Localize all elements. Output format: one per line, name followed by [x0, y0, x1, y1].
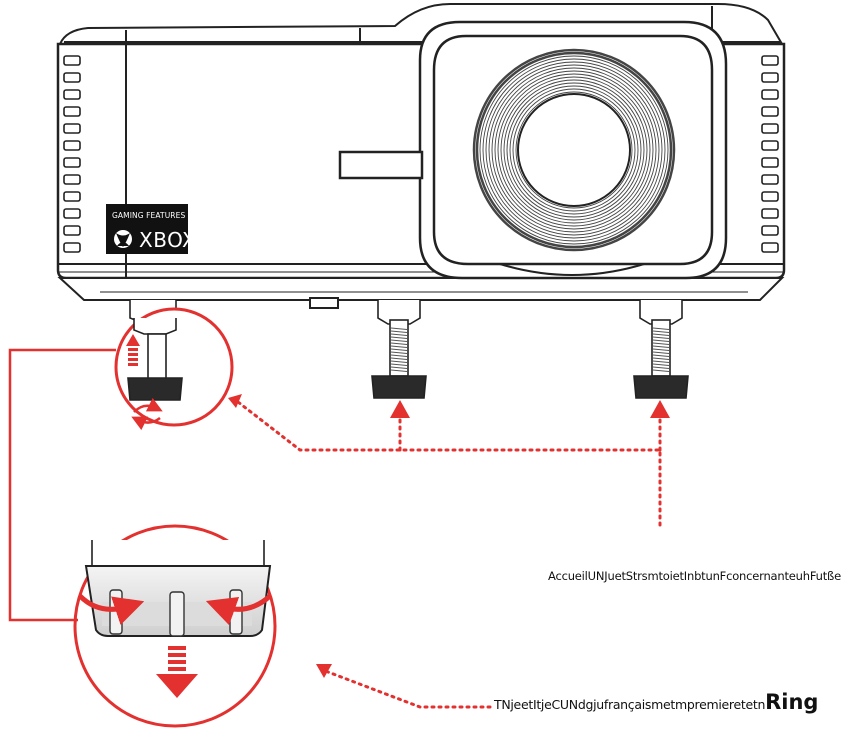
arrow-up-icon	[126, 334, 140, 366]
lens-ring	[500, 76, 648, 224]
thread-line	[652, 333, 670, 336]
thread-line	[652, 366, 670, 369]
lens-ring	[506, 82, 642, 218]
thread-line	[390, 354, 408, 357]
vent-slot	[761, 174, 779, 185]
vent-slot	[761, 225, 779, 236]
thread-line	[390, 348, 408, 351]
lens-ring	[503, 79, 645, 221]
vent-slot	[761, 55, 779, 66]
thread-line	[652, 342, 670, 345]
vent-slot	[63, 89, 81, 100]
thread-line	[652, 348, 670, 351]
lens-ring	[491, 67, 657, 233]
vent-slot	[63, 140, 81, 151]
thread-line	[390, 357, 408, 360]
thread-line	[652, 363, 670, 366]
lens-ring	[509, 85, 639, 215]
thread-line	[652, 327, 670, 330]
thread-line	[652, 336, 670, 339]
thread-line	[652, 357, 670, 360]
foot-right	[633, 300, 689, 399]
callout-circle-bottom	[73, 524, 277, 728]
lens-ring	[515, 91, 633, 209]
pointer-arrowheads	[228, 394, 670, 678]
vent-slot	[761, 208, 779, 219]
thread-line	[390, 339, 408, 342]
thread-line	[390, 342, 408, 345]
lens-ring	[494, 70, 654, 230]
vent-slot	[761, 242, 779, 253]
vent-slot	[761, 106, 779, 117]
thread-line	[390, 360, 408, 363]
vent-slot	[63, 72, 81, 83]
vent-slot	[63, 174, 81, 185]
thread-line	[390, 333, 408, 336]
xbox-logo-icon	[114, 230, 132, 248]
vent-slot	[761, 72, 779, 83]
vent-slot	[63, 242, 81, 253]
vent-slot	[63, 123, 81, 134]
thread-line	[390, 330, 408, 333]
foot-center	[371, 300, 427, 399]
lens-ring	[488, 64, 660, 236]
ring-label-small: TNjeetItjeCUNdgjufrançaismetmpremieretet…	[494, 697, 766, 712]
vent-slot	[63, 55, 81, 66]
lens-ring	[479, 55, 669, 245]
thread-line	[390, 363, 408, 366]
rotate-icon	[131, 397, 163, 431]
thread-line	[390, 369, 408, 372]
thread-line	[652, 369, 670, 372]
vent-slot	[761, 123, 779, 134]
lens-ring	[512, 88, 636, 212]
lens-glass	[517, 93, 631, 207]
lens-ring	[472, 48, 676, 252]
vent-left	[63, 55, 81, 253]
vent-right	[761, 55, 779, 253]
thread-line	[652, 339, 670, 342]
callout-circle-top	[114, 307, 234, 431]
vent-slot	[761, 89, 779, 100]
lens	[472, 48, 676, 252]
thread-line	[390, 345, 408, 348]
arrow-down-icon	[156, 646, 198, 698]
vent-slot	[63, 106, 81, 117]
thread-line	[652, 360, 670, 363]
thread-line	[652, 330, 670, 333]
ring-label: TNjeetItjeCUNdgjufrançaismetmpremieretet…	[494, 690, 818, 714]
thread-line	[390, 336, 408, 339]
thread-line	[652, 345, 670, 348]
vent-slot	[63, 157, 81, 168]
xbox-badge	[106, 204, 188, 254]
thread-line	[652, 354, 670, 357]
curved-arrow-icon	[78, 594, 272, 626]
lens-ring	[482, 58, 666, 242]
vent-slot	[63, 225, 81, 236]
badge-caption: GAMING FEATURES FOR	[112, 211, 204, 220]
dotted-pointers	[236, 400, 662, 709]
vent-slot	[63, 208, 81, 219]
lens-ring	[475, 51, 673, 249]
ring-label-big: Ring	[765, 690, 819, 714]
vent-slot	[761, 191, 779, 202]
thread-line	[390, 327, 408, 330]
foot-adjust-label: AccueilUNJuetStrsmtoietInbtunFconcernant…	[548, 569, 841, 583]
thread-line	[390, 351, 408, 354]
thread-line	[390, 366, 408, 369]
lens-ring	[485, 61, 663, 239]
badge-brand: XBOX	[139, 228, 197, 252]
vent-slot	[761, 140, 779, 151]
vent-slot	[761, 157, 779, 168]
lens-ring	[497, 73, 651, 227]
thread-line	[652, 351, 670, 354]
connector-bracket	[8, 348, 116, 622]
vent-slot	[63, 191, 81, 202]
